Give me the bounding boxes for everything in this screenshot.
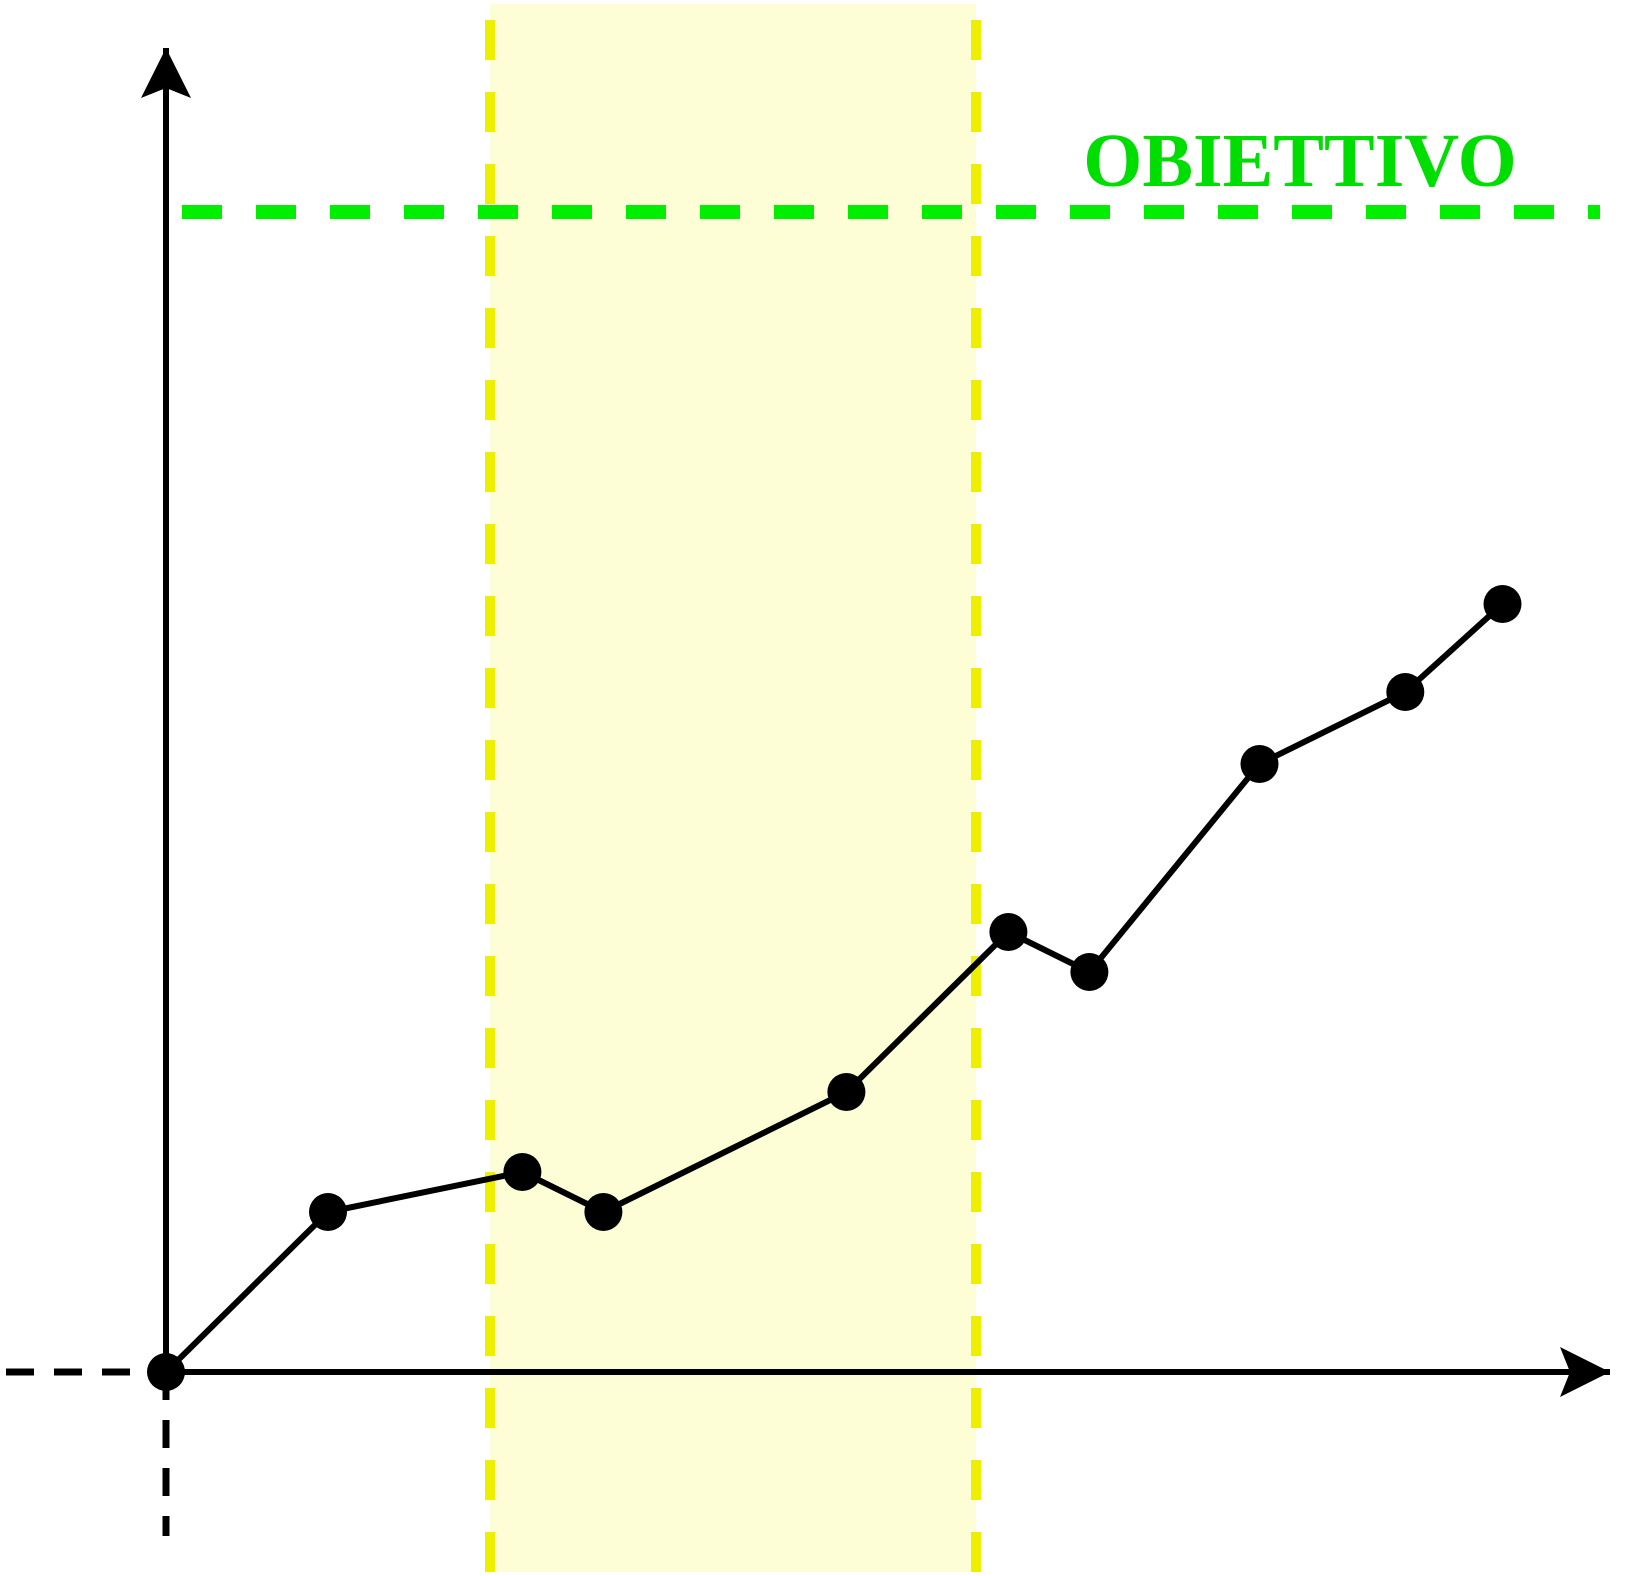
target-label: OBIETTIVO: [1083, 119, 1517, 203]
data-point: [989, 913, 1028, 951]
data-point: [503, 1153, 542, 1191]
data-point: [1483, 585, 1522, 623]
data-point: [309, 1193, 347, 1231]
data-point: [1386, 673, 1425, 711]
highlight-band-fill: [490, 4, 976, 1572]
data-point: [1240, 745, 1279, 783]
series-line: [163, 601, 1505, 1375]
data-point: [827, 1073, 866, 1111]
axes: [6, 48, 1610, 1536]
data-point: [584, 1193, 623, 1231]
data-point: [1070, 953, 1109, 991]
series: [147, 585, 1522, 1391]
highlight-band: [485, 4, 981, 1572]
data-point: [147, 1353, 185, 1391]
target: OBIETTIVO: [182, 119, 1600, 219]
